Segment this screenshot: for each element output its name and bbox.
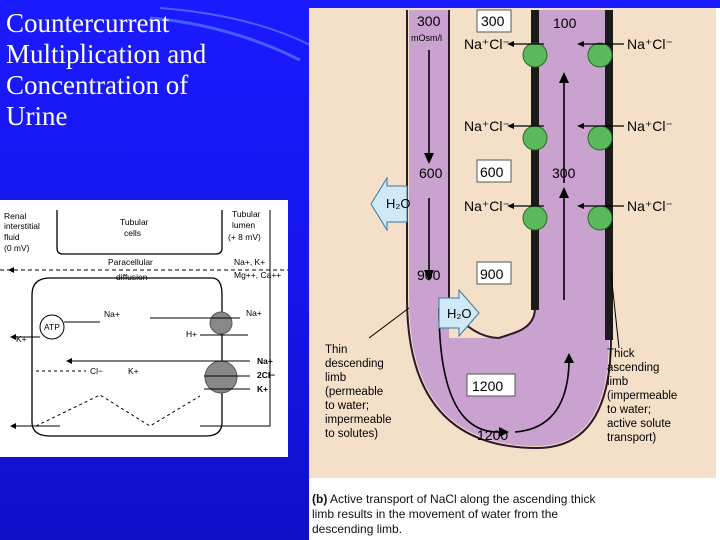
paracellular-label: Paracellular bbox=[108, 257, 153, 267]
lumen-label: Tubular bbox=[232, 209, 261, 219]
thick-limb-label: to water; bbox=[607, 404, 651, 416]
cell-transport-svg: Renal interstitial fluid (0 mV) Tubular … bbox=[0, 209, 288, 437]
loop-of-henle-figure: 300 mOsm/l 300 100 600 600 300 900 900 1… bbox=[309, 8, 716, 478]
na-h-exchanger bbox=[209, 311, 233, 335]
title-line: Urine bbox=[6, 101, 68, 131]
osm-unit: mOsm/l bbox=[411, 33, 442, 43]
k-label: K+ bbox=[16, 334, 27, 344]
cotransport-k: K+ bbox=[257, 384, 268, 394]
thin-limb-label: (permeable bbox=[325, 386, 383, 398]
water-label: H₂O bbox=[447, 306, 472, 321]
interstitial-label: (0 mV) bbox=[4, 243, 30, 253]
interstitial-label: fluid bbox=[4, 232, 20, 242]
nacl-label: Na⁺Cl⁻ bbox=[464, 118, 510, 134]
water-arrow bbox=[370, 176, 408, 232]
k-mid-label: K+ bbox=[128, 366, 139, 376]
thick-limb-transport-diagram: Renal interstitial fluid (0 mV) Tubular … bbox=[0, 200, 288, 457]
thick-limb-label: ascending bbox=[607, 362, 659, 374]
title-line: Multiplication and bbox=[6, 39, 207, 69]
osm-box-900 bbox=[476, 261, 512, 285]
cell-top-membrane bbox=[56, 210, 223, 255]
loop-svg: 300 mOsm/l 300 100 600 600 300 900 900 1… bbox=[325, 9, 677, 450]
paracellular-ions: Na+, K+ bbox=[234, 257, 265, 267]
interstitial-label: interstitial bbox=[4, 221, 40, 231]
thick-limb-label: transport) bbox=[607, 432, 656, 444]
na-label: Na+ bbox=[104, 309, 120, 319]
nacl-label: Na⁺Cl⁻ bbox=[464, 36, 510, 52]
thick-wall-inner bbox=[531, 10, 539, 310]
osm-label: 300 bbox=[417, 13, 441, 29]
osm-label: 600 bbox=[419, 165, 443, 181]
water-label: H₂O bbox=[386, 196, 411, 211]
paracellular-label: diffusion bbox=[116, 272, 148, 282]
paracellular-ions: Mg++, Ca++ bbox=[234, 270, 281, 280]
osm-label: 300 bbox=[552, 165, 576, 181]
thin-limb-label: Thin bbox=[325, 344, 347, 356]
cells-label: Tubular bbox=[120, 217, 149, 227]
thick-limb-label: active solute bbox=[607, 418, 671, 430]
nacl-label: Na⁺Cl⁻ bbox=[627, 198, 673, 214]
thin-limb-label: impermeable bbox=[325, 414, 391, 426]
atp-pump bbox=[39, 314, 65, 340]
tubule-lumen bbox=[409, 10, 609, 446]
h-label: H+ bbox=[186, 329, 197, 339]
nacl-label: Na⁺Cl⁻ bbox=[627, 36, 673, 52]
slide-title: Countercurrent Multiplication and Concen… bbox=[6, 8, 296, 132]
atp-label: ATP bbox=[44, 322, 60, 332]
thick-limb-label: Thick bbox=[607, 348, 635, 360]
nacl-pumps bbox=[522, 42, 613, 231]
caption-prefix: (b) bbox=[312, 492, 328, 506]
osm-label: 900 bbox=[480, 266, 504, 282]
cells-label: cells bbox=[124, 228, 141, 238]
thick-limb-label: (impermeable bbox=[607, 390, 677, 402]
figure-caption: (b) Active transport of NaCl along the a… bbox=[312, 492, 612, 537]
cell-membrane bbox=[31, 277, 223, 437]
thin-limb-label: descending bbox=[325, 358, 384, 370]
cotransport-na: Na+ bbox=[257, 356, 273, 366]
cl-label: Cl− bbox=[90, 366, 103, 376]
lumen-label: lumen bbox=[232, 220, 255, 230]
nacl-label: Na⁺Cl⁻ bbox=[627, 118, 673, 134]
osm-box-1200 bbox=[466, 373, 516, 397]
thin-limb-label: to solutes) bbox=[325, 428, 378, 440]
na-right-label: Na+ bbox=[246, 308, 262, 318]
thin-limb-label: to water; bbox=[325, 400, 369, 412]
interstitial-label: Renal bbox=[4, 211, 26, 221]
thick-limb-label: limb bbox=[607, 376, 628, 388]
thin-limb-label: limb bbox=[325, 372, 346, 384]
osm-label: 1200 bbox=[472, 378, 503, 394]
water-arrow bbox=[438, 288, 480, 338]
osm-label: 600 bbox=[480, 164, 504, 180]
osm-label: 300 bbox=[481, 13, 505, 29]
title-line: Countercurrent bbox=[6, 8, 170, 38]
osm-box-600 bbox=[476, 159, 512, 183]
osm-label: 900 bbox=[417, 267, 441, 283]
lumen-label: (+ 8 mV) bbox=[228, 232, 261, 242]
nacl-label: Na⁺Cl⁻ bbox=[464, 198, 510, 214]
nkcc-cotransporter bbox=[204, 360, 238, 394]
osm-label: 1200 bbox=[477, 427, 508, 443]
osm-box-300 bbox=[476, 9, 512, 33]
title-line: Concentration of bbox=[6, 70, 189, 100]
cotransport-cl: 2Cl− bbox=[257, 370, 275, 380]
thick-wall-outer bbox=[605, 10, 613, 340]
osm-label: 100 bbox=[553, 15, 577, 31]
title-swoosh bbox=[149, 7, 311, 62]
caption-text: Active transport of NaCl along the ascen… bbox=[312, 492, 596, 536]
